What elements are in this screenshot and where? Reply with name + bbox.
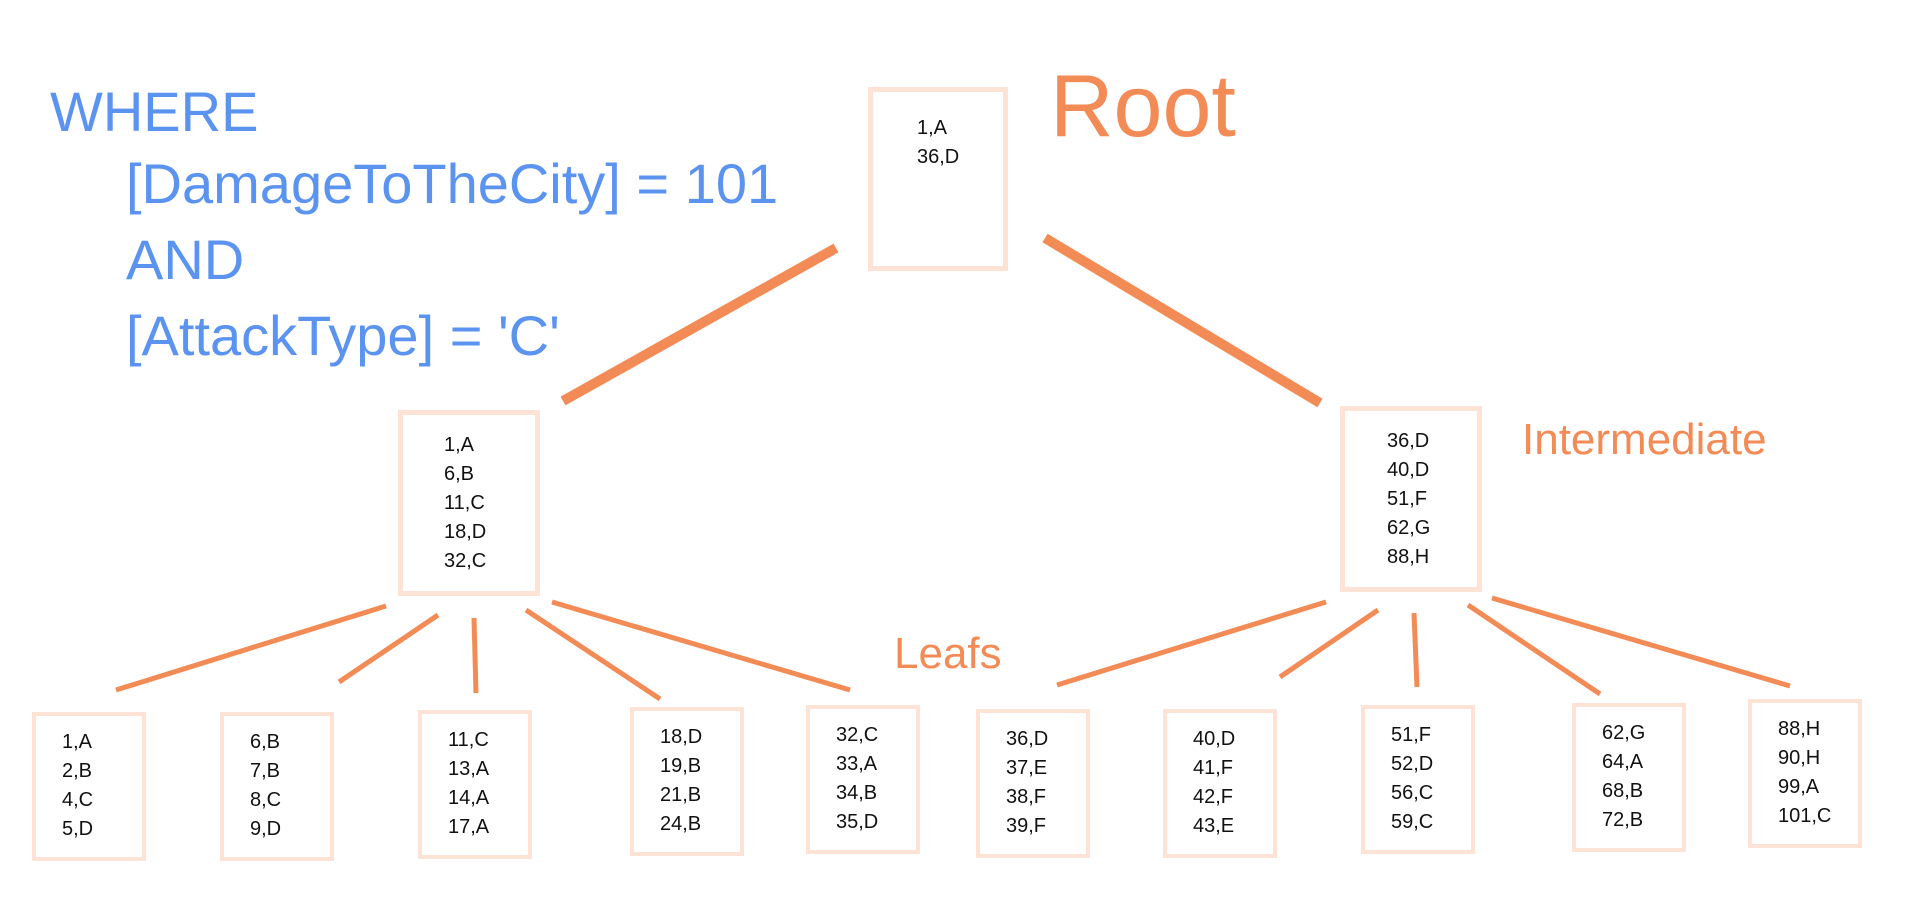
leaf-connector-10	[1491, 595, 1791, 689]
node-entry-list: 1,A 36,D	[917, 114, 1003, 172]
node-entry: 14,A	[448, 787, 490, 809]
root-connector-2	[1042, 233, 1323, 408]
node-entry: 21,B	[660, 784, 702, 806]
node-entry: 17,A	[448, 816, 490, 838]
leaf-connector-4	[524, 607, 662, 702]
node-entry-list: 1,A 6,B 11,C 18,D 32,C	[444, 431, 535, 576]
node-entry: 43,E	[1193, 815, 1235, 837]
node-entry-list: 40,D 41,F 42,F 43,E	[1193, 725, 1273, 841]
node-entry: 8,C	[250, 789, 282, 811]
node-entry: 39,F	[1006, 815, 1047, 837]
root-connector-1	[560, 243, 839, 406]
leaf-node-2: 6,B 7,B 8,C 9,D	[220, 712, 334, 861]
node-entry: 6,B	[250, 731, 281, 753]
node-entry-list: 62,G 64,A 68,B 72,B	[1602, 719, 1682, 835]
node-entry: 7,B	[250, 760, 281, 782]
node-entry-list: 1,A 2,B 4,C 5,D	[62, 728, 142, 844]
node-entry: 2,B	[62, 760, 93, 782]
node-entry: 1,A	[62, 731, 93, 753]
leaf-connector-9	[1466, 602, 1602, 697]
intermediate-node-2: 36,D 40,D 51,F 62,G 88,H	[1340, 406, 1482, 592]
node-entry: 5,D	[62, 818, 94, 840]
node-entry: 11,C	[444, 492, 485, 514]
node-entry: 18,D	[444, 521, 487, 543]
leaf-node-10: 88,H 90,H 99,A 101,C	[1748, 699, 1862, 848]
intermediate-node-1: 1,A 6,B 11,C 18,D 32,C	[398, 410, 540, 596]
leaf-connector-1	[115, 603, 387, 693]
node-entry: 37,E	[1006, 757, 1048, 779]
leaf-connector-5	[551, 599, 851, 693]
node-entry: 62,G	[1387, 517, 1431, 539]
node-entry: 88,H	[1778, 718, 1821, 740]
node-entry: 36,D	[1387, 430, 1430, 452]
node-entry: 1,A	[917, 117, 948, 139]
node-entry: 101,C	[1778, 805, 1832, 827]
node-entry-list: 11,C 13,A 14,A 17,A	[448, 726, 528, 842]
node-entry: 72,B	[1602, 809, 1644, 831]
leaf-node-6: 36,D 37,E 38,F 39,F	[976, 709, 1090, 858]
leaf-node-9: 62,G 64,A 68,B 72,B	[1572, 703, 1686, 852]
node-entry: 9,D	[250, 818, 282, 840]
leaf-connector-6	[1056, 599, 1327, 688]
node-entry: 90,H	[1778, 747, 1821, 769]
intermediate-label: Intermediate	[1522, 415, 1767, 464]
query-condition-damage: [DamageToTheCity] = 101	[126, 152, 779, 215]
leaf-node-5: 32,C 33,A 34,B 35,D	[806, 705, 920, 854]
node-entry: 19,B	[660, 755, 702, 777]
node-entry-list: 36,D 40,D 51,F 62,G 88,H	[1387, 427, 1477, 572]
node-entry: 32,C	[836, 724, 879, 746]
node-entry: 59,C	[1391, 811, 1434, 833]
node-entry: 40,D	[1387, 459, 1430, 481]
node-entry: 36,D	[1006, 728, 1049, 750]
node-entry: 64,A	[1602, 751, 1644, 773]
node-entry: 51,F	[1387, 488, 1428, 510]
node-entry: 24,B	[660, 813, 702, 835]
node-entry: 1,A	[444, 434, 475, 456]
node-entry-list: 51,F 52,D 56,C 59,C	[1391, 721, 1471, 837]
root-node: 1,A 36,D	[868, 87, 1008, 271]
node-entry: 38,F	[1006, 786, 1047, 808]
leaf-node-3: 11,C 13,A 14,A 17,A	[418, 710, 532, 859]
node-entry: 68,B	[1602, 780, 1644, 802]
query-keyword-where: WHERE	[50, 80, 259, 143]
node-entry: 41,F	[1193, 757, 1234, 779]
node-entry: 56,C	[1391, 782, 1434, 804]
node-entry-list: 88,H 90,H 99,A 101,C	[1778, 715, 1858, 831]
node-entry: 51,F	[1391, 724, 1432, 746]
leafs-label: Leafs	[894, 629, 1002, 678]
leaf-node-4: 18,D 19,B 21,B 24,B	[630, 707, 744, 856]
node-entry: 36,D	[917, 146, 960, 168]
leaf-connector-7	[1278, 607, 1380, 680]
node-entry-list: 6,B 7,B 8,C 9,D	[250, 728, 330, 844]
node-entry: 6,B	[444, 463, 475, 485]
node-entry: 33,A	[836, 753, 878, 775]
leaf-connector-3	[471, 617, 479, 694]
node-entry: 34,B	[836, 782, 878, 804]
node-entry-list: 18,D 19,B 21,B 24,B	[660, 723, 740, 839]
node-entry: 11,C	[448, 729, 489, 751]
query-keyword-and: AND	[126, 228, 245, 291]
query-condition-attack-type: [AttackType] = 'C'	[126, 304, 560, 367]
node-entry: 62,G	[1602, 722, 1646, 744]
node-entry-list: 32,C 33,A 34,B 35,D	[836, 721, 916, 837]
node-entry: 13,A	[448, 758, 490, 780]
leaf-connector-8	[1411, 612, 1420, 688]
leaf-node-7: 40,D 41,F 42,F 43,E	[1163, 709, 1277, 858]
node-entry: 35,D	[836, 811, 879, 833]
leaf-node-8: 51,F 52,D 56,C 59,C	[1361, 705, 1475, 854]
node-entry: 32,C	[444, 550, 487, 572]
node-entry: 4,C	[62, 789, 94, 811]
node-entry: 99,A	[1778, 776, 1820, 798]
node-entry: 42,F	[1193, 786, 1234, 808]
node-entry: 18,D	[660, 726, 703, 748]
root-label: Root	[1050, 56, 1236, 155]
node-entry: 40,D	[1193, 728, 1236, 750]
leaf-connector-2	[337, 612, 440, 685]
leaf-node-1: 1,A 2,B 4,C 5,D	[32, 712, 146, 861]
node-entry: 52,D	[1391, 753, 1434, 775]
node-entry: 88,H	[1387, 546, 1430, 568]
node-entry-list: 36,D 37,E 38,F 39,F	[1006, 725, 1086, 841]
